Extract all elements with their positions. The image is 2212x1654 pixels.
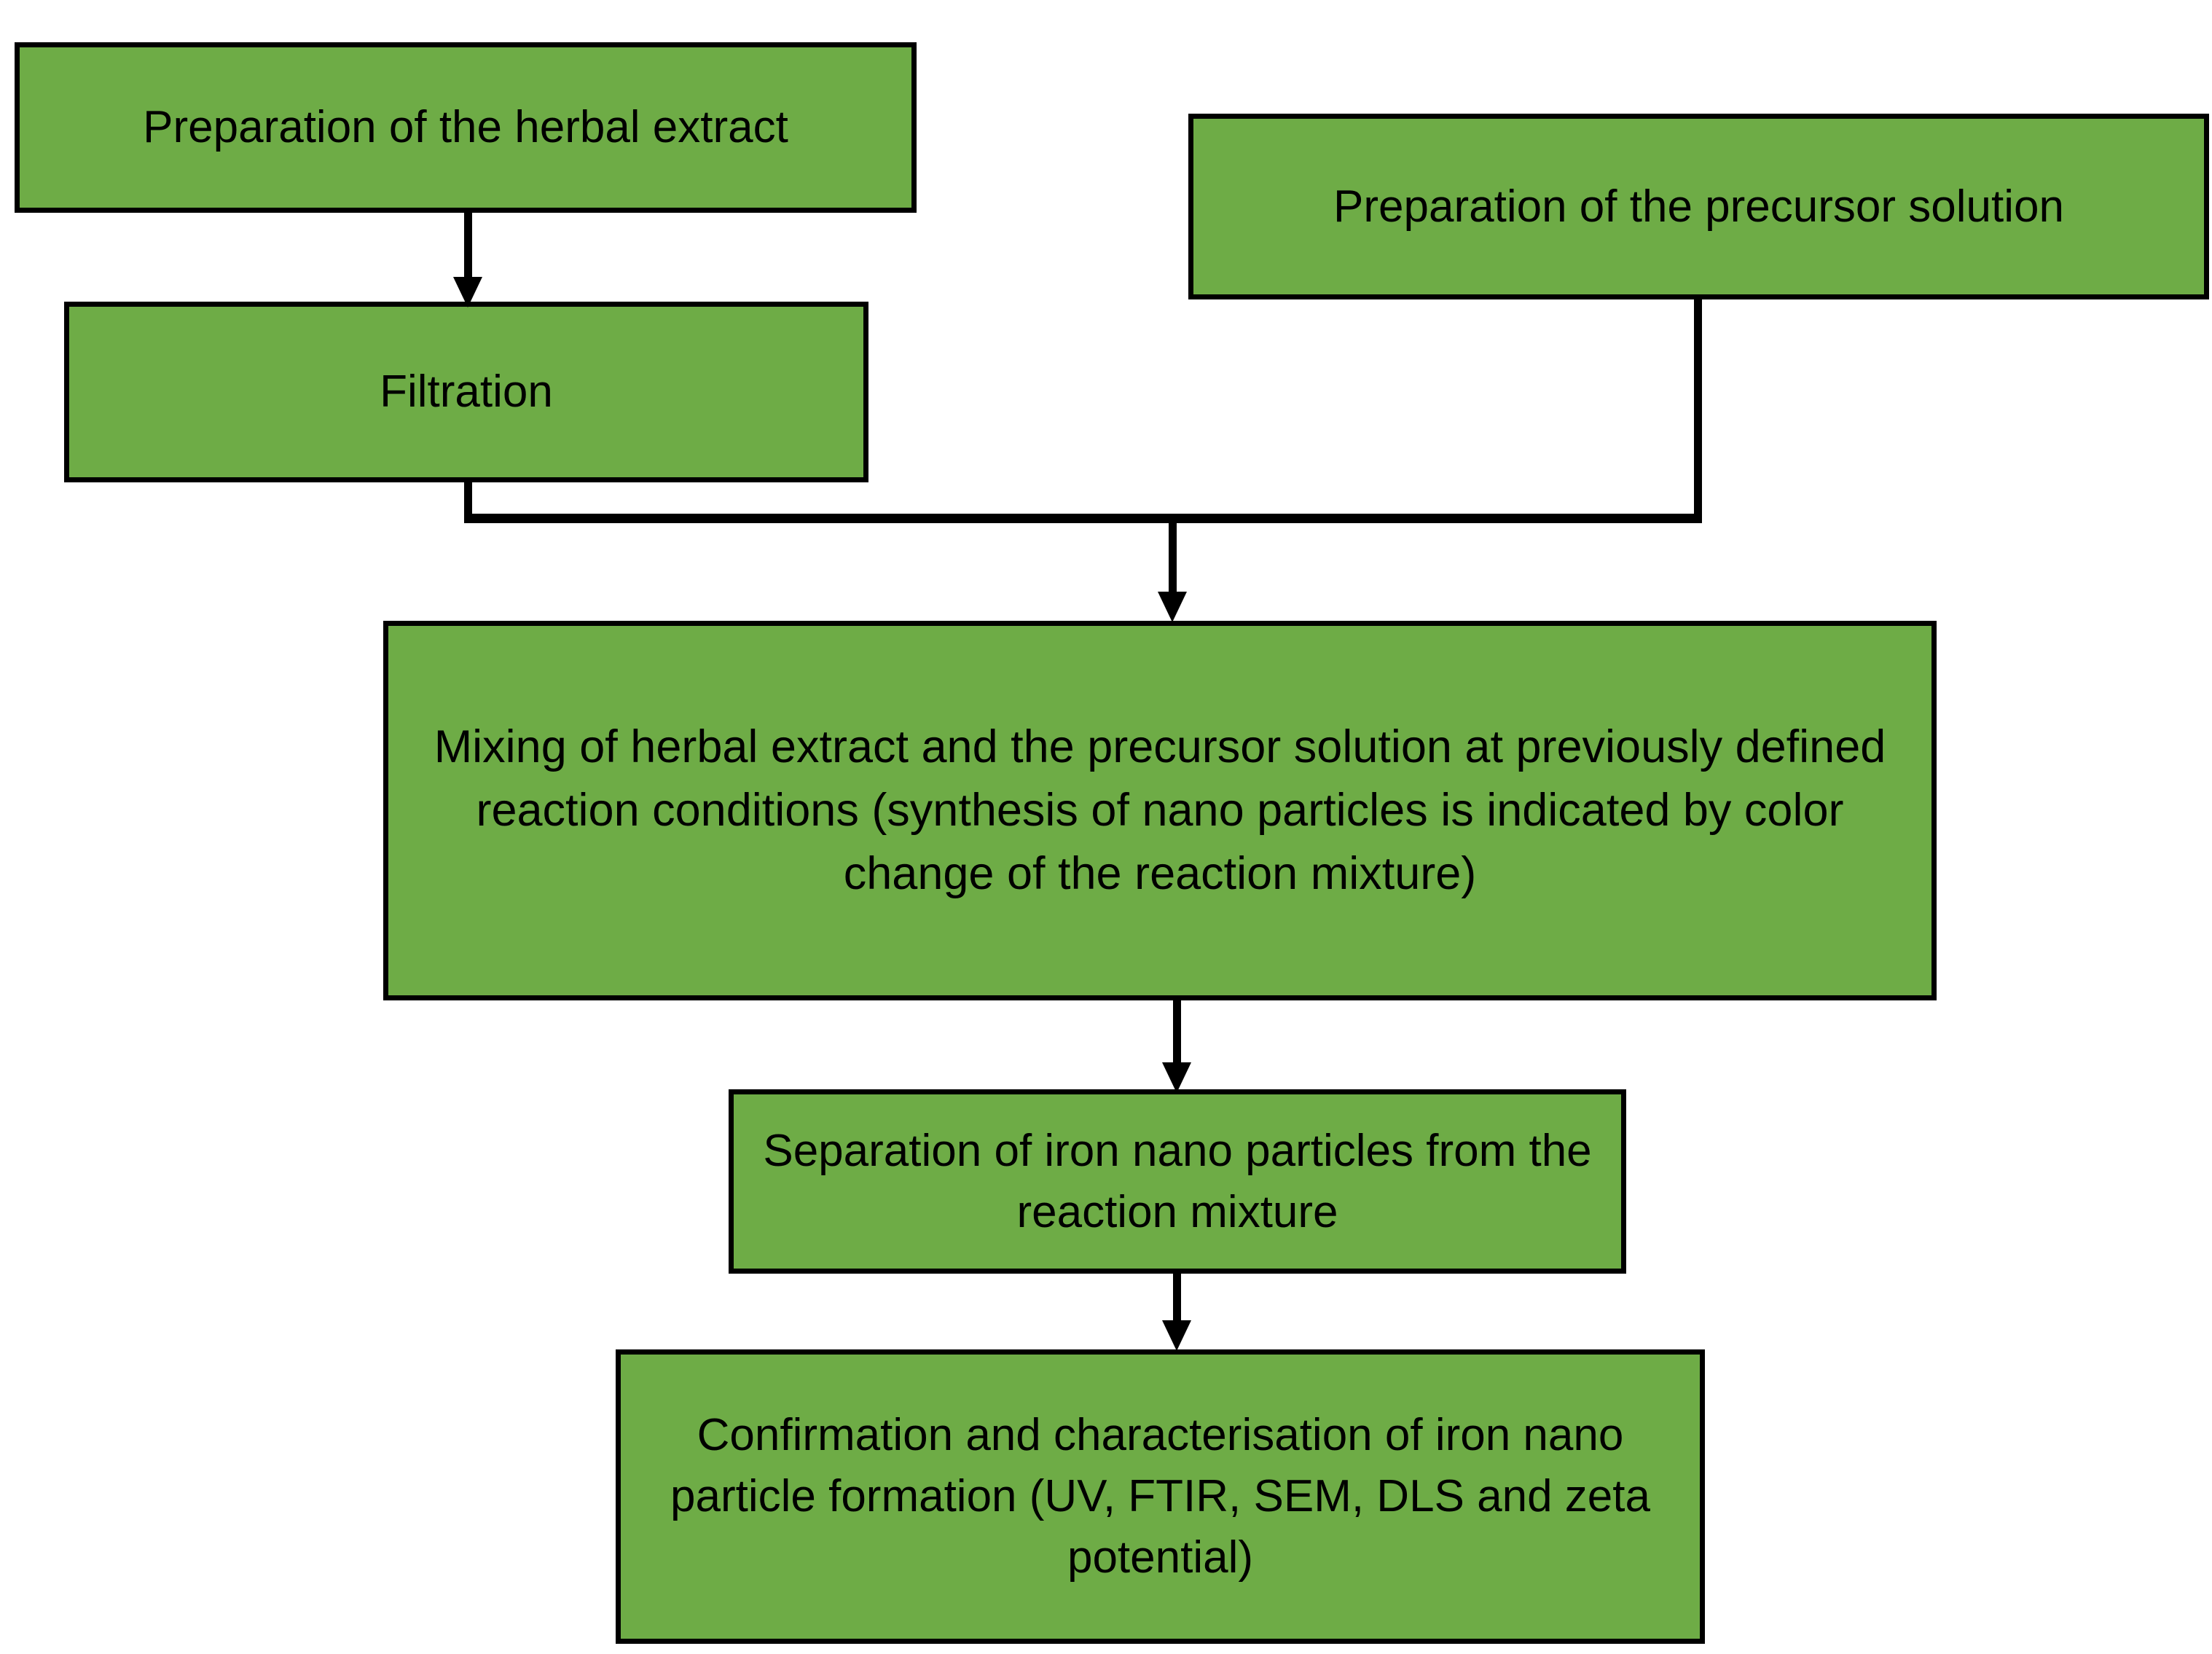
connector-extract-to-filtration <box>464 213 472 284</box>
connector-filtration-to-merge <box>464 482 472 523</box>
node-label: Confirmation and characterisation of iro… <box>670 1409 1650 1583</box>
connector-precursor-to-merge <box>1694 299 1702 523</box>
node-preparation-of-herbal-extract[interactable]: Preparation of the herbal extract <box>15 42 917 213</box>
arrowhead-down-icon <box>453 277 482 307</box>
arrowhead-down-icon <box>1158 592 1187 622</box>
connector-merge-bus <box>464 514 1702 523</box>
node-label: Mixing of herbal extract and the precurs… <box>434 721 1886 899</box>
node-label: Separation of iron nano particles from t… <box>763 1126 1592 1237</box>
node-label: Preparation of the herbal extract <box>143 102 788 153</box>
arrowhead-down-icon <box>1162 1320 1191 1351</box>
node-filtration[interactable]: Filtration <box>64 302 868 482</box>
node-label: Filtration <box>380 367 553 418</box>
node-mixing-of-herbal-extract-and-precursor[interactable]: Mixing of herbal extract and the precurs… <box>383 621 1937 1000</box>
arrowhead-down-icon <box>1162 1062 1191 1093</box>
node-preparation-of-precursor-solution[interactable]: Preparation of the precursor solution <box>1188 114 2209 299</box>
node-label: Preparation of the precursor solution <box>1333 181 2064 232</box>
node-separation-of-iron-nano-particles[interactable]: Separation of iron nano particles from t… <box>729 1089 1626 1274</box>
connector-separation-to-confirmation <box>1173 1274 1181 1332</box>
connector-mixing-to-separation <box>1173 1000 1181 1071</box>
node-confirmation-and-characterisation[interactable]: Confirmation and characterisation of iro… <box>616 1349 1705 1644</box>
connector-merge-to-mixing <box>1169 518 1177 601</box>
